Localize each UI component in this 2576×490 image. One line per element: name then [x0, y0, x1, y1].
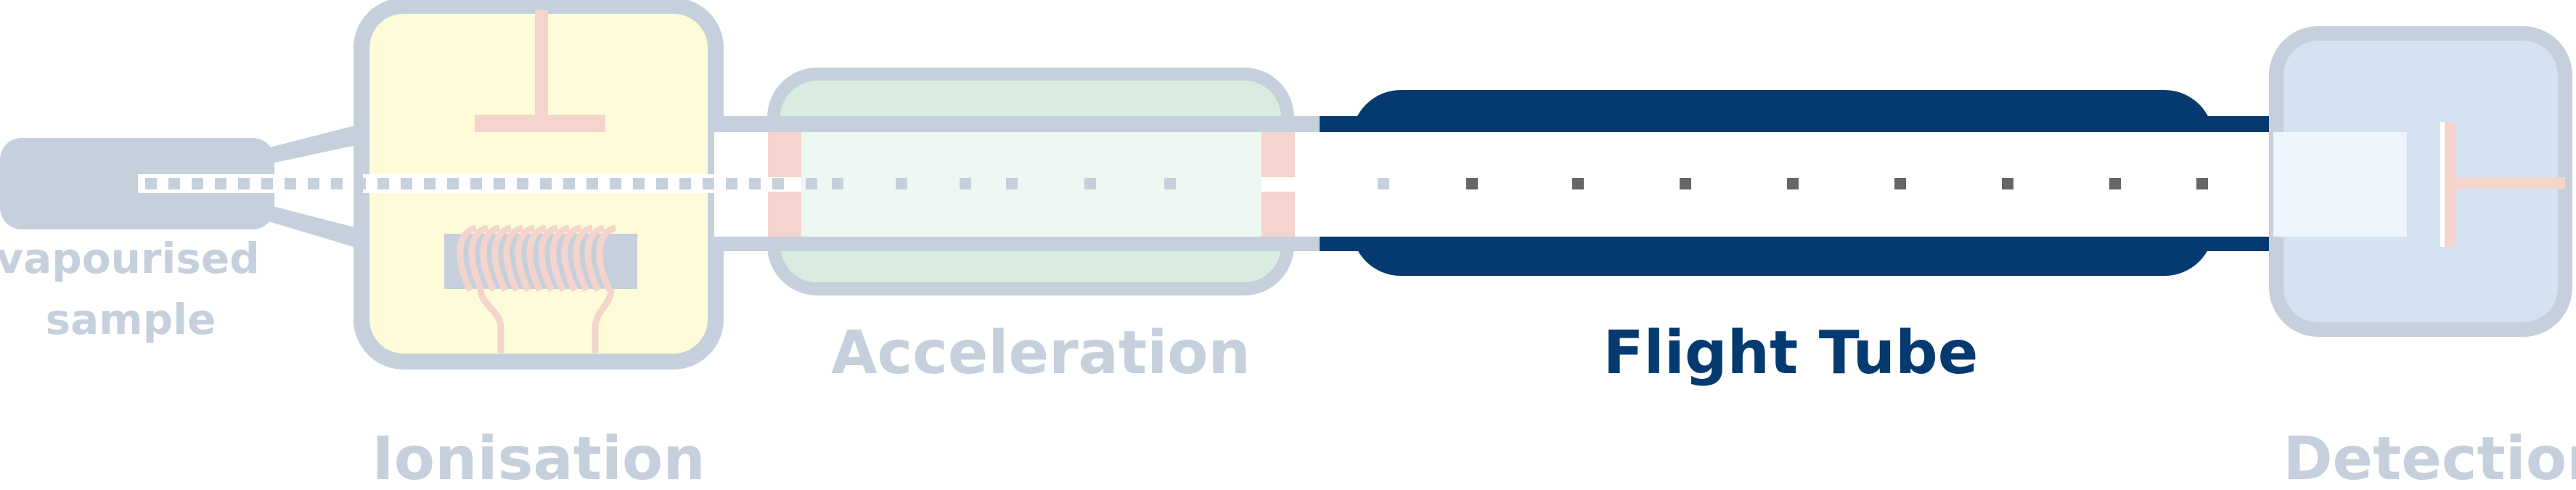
- label-sample-line1: vapourised: [0, 234, 260, 283]
- detector-lead: [2456, 177, 2565, 189]
- sample-nozzle: [0, 138, 274, 229]
- label-flight-tube: Flight Tube: [1603, 319, 1979, 388]
- ionisation-channel: [363, 174, 714, 193]
- repeller-stem: [535, 10, 548, 118]
- acceleration-inner: [801, 132, 1262, 237]
- sample-funnel: [261, 123, 363, 166]
- label-sample-line2: sample: [46, 295, 216, 344]
- detector-plate: [2445, 122, 2456, 247]
- flight-tube: [1320, 90, 2407, 276]
- beam-dot-accel-exit: [1378, 178, 1389, 189]
- ion-beam: [145, 178, 2208, 189]
- repeller-plate: [475, 115, 605, 132]
- label-detection: Detection: [2283, 425, 2576, 490]
- detection-chamber: [2269, 26, 2572, 337]
- filament-lead-right: [592, 288, 615, 353]
- ionisation-chamber: [353, 0, 724, 369]
- accel-plate-left-top: [768, 132, 801, 177]
- detection-bore: [2273, 132, 2407, 237]
- label-ionisation: Ionisation: [372, 425, 706, 490]
- label-acceleration: Acceleration: [831, 319, 1251, 388]
- flight-tube-bore: [1320, 132, 2407, 237]
- beam-ions-flight: [1466, 178, 2208, 189]
- sample-funnel-lower: [261, 203, 363, 250]
- filament-coil: [457, 224, 617, 293]
- filament-lead-left: [477, 288, 504, 353]
- accel-plate-left-bottom: [768, 192, 801, 237]
- sample-inlet: [0, 123, 370, 250]
- accel-plate-right-bottom: [1262, 192, 1295, 237]
- beam-dashes-faded: [145, 178, 1176, 189]
- detector-plate-edge: [2440, 122, 2445, 247]
- accel-plate-right-top: [1262, 132, 1295, 177]
